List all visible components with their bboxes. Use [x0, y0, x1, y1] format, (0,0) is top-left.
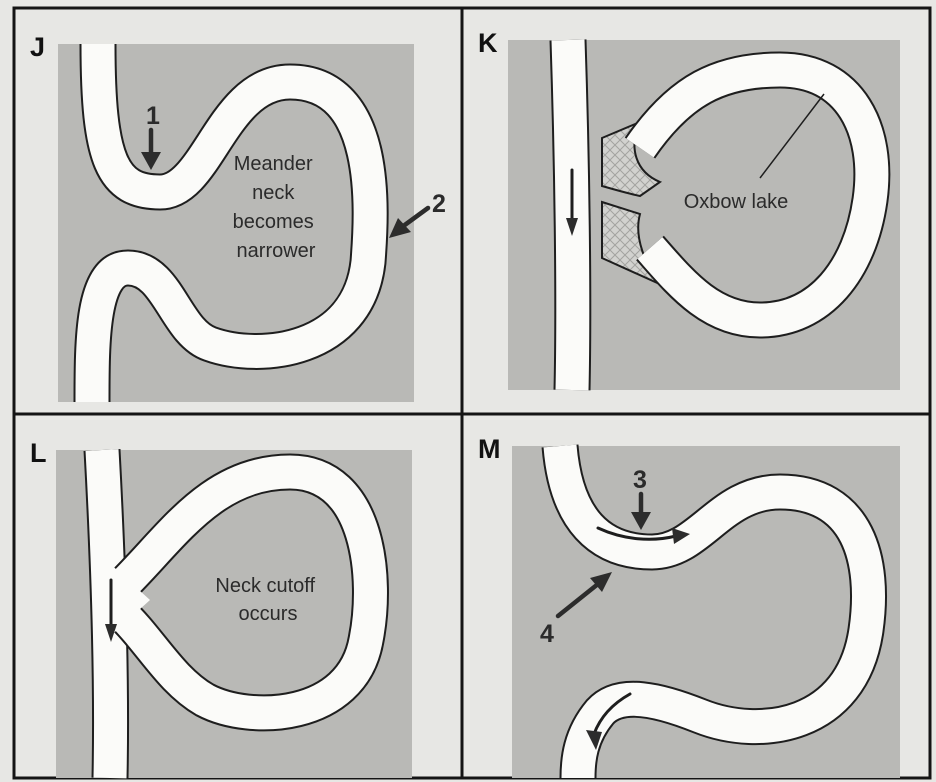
- panel-m: M 3 4: [478, 434, 900, 778]
- oxbow-lake-label: Oxbow lake: [684, 191, 789, 213]
- panel-letter: J: [30, 32, 45, 62]
- panel-k: K Oxbow lake: [478, 28, 900, 390]
- panel-letter: L: [30, 438, 47, 468]
- panel-letter: M: [478, 434, 501, 464]
- panel-j: J 1 2 Meander neck becomes narrower: [30, 32, 446, 402]
- marker-3-label: 3: [633, 466, 647, 494]
- panel-l: L Neck cutoff occurs: [30, 438, 412, 778]
- marker-1-label: 1: [146, 102, 160, 130]
- marker-4-label: 4: [540, 620, 554, 648]
- marker-2-label: 2: [432, 190, 446, 218]
- panel-letter: K: [478, 28, 498, 58]
